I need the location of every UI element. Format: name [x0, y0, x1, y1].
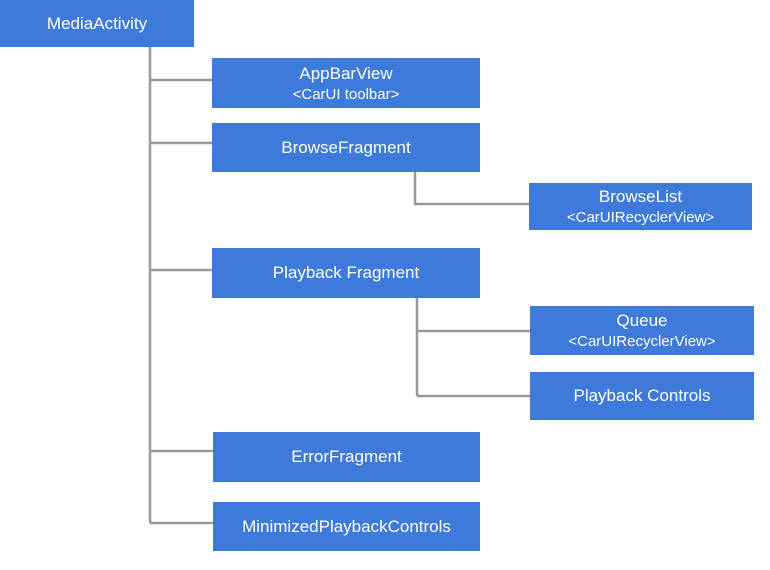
node-minimized-playback-controls: MinimizedPlaybackControls: [213, 502, 480, 551]
node-media-activity-label: MediaActivity: [46, 13, 148, 33]
node-playback-controls: Playback Controls: [530, 372, 754, 420]
node-queue: Queue <CarUIRecyclerView>: [530, 306, 754, 355]
node-error-fragment: ErrorFragment: [213, 432, 480, 482]
node-media-activity: MediaActivity: [0, 0, 194, 47]
node-minimized-playback-controls-label: MinimizedPlaybackControls: [242, 516, 451, 536]
node-app-bar-view: AppBarView <CarUI toolbar>: [212, 58, 480, 108]
node-queue-sublabel: <CarUIRecyclerView>: [568, 333, 716, 350]
node-browse-list: BrowseList <CarUIRecyclerView>: [529, 183, 752, 230]
node-playback-fragment: Playback Fragment: [212, 248, 480, 298]
node-browse-list-label: BrowseList: [598, 187, 683, 206]
node-browse-fragment-label: BrowseFragment: [281, 137, 411, 157]
connector-browselist: [413, 172, 529, 206]
node-browse-list-sublabel: <CarUIRecyclerView>: [566, 209, 715, 226]
node-playback-controls-label: Playback Controls: [573, 386, 711, 405]
node-app-bar-view-label: AppBarView: [299, 63, 393, 83]
node-queue-label: Queue: [616, 311, 668, 330]
node-playback-fragment-label: Playback Fragment: [272, 263, 420, 282]
node-error-fragment-label: ErrorFragment: [291, 447, 402, 466]
node-app-bar-view-sublabel: <CarUI toolbar>: [292, 85, 400, 103]
node-browse-fragment: BrowseFragment: [212, 123, 480, 172]
